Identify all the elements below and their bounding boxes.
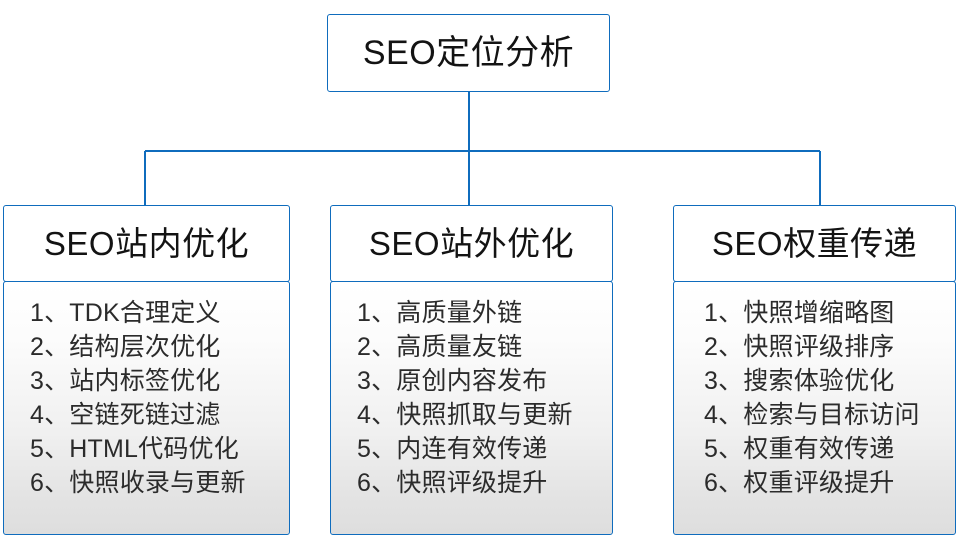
branch-header-label-1: SEO站内优化 — [43, 225, 250, 262]
root-node-label: SEO定位分析 — [362, 34, 575, 72]
list-item: 4、快照抓取与更新 — [357, 400, 573, 429]
branch-list-1: 1、TDK合理定义 2、结构层次优化 3、站内标签优化 4、空链死链过滤 5、H… — [4, 296, 315, 500]
list-item: 2、结构层次优化 — [30, 332, 221, 361]
list-item: 3、站内标签优化 — [30, 366, 221, 395]
branch-header-2[interactable]: SEO站外优化 — [330, 205, 613, 282]
list-item: 1、快照增缩略图 — [704, 298, 895, 327]
list-item: 6、快照评级提升 — [357, 468, 548, 497]
branch-header-label-3: SEO权重传递 — [711, 225, 918, 262]
list-item: 5、HTML代码优化 — [30, 434, 239, 463]
list-item: 3、搜索体验优化 — [704, 366, 895, 395]
list-item: 2、快照评级排序 — [704, 332, 895, 361]
list-item: 6、权重评级提升 — [704, 468, 895, 497]
branch-column-2: SEO站外优化 1、高质量外链 2、高质量友链 3、原创内容发布 4、快照抓取与… — [330, 205, 613, 535]
branch-body-3: 1、快照增缩略图 2、快照评级排序 3、搜索体验优化 4、检索与目标访问 5、权… — [673, 280, 956, 535]
branch-header-3[interactable]: SEO权重传递 — [673, 205, 956, 282]
branch-column-3: SEO权重传递 1、快照增缩略图 2、快照评级排序 3、搜索体验优化 4、检索与… — [673, 205, 956, 535]
branch-body-1: 1、TDK合理定义 2、结构层次优化 3、站内标签优化 4、空链死链过滤 5、H… — [3, 280, 290, 535]
root-node[interactable]: SEO定位分析 — [327, 14, 610, 92]
list-item: 4、空链死链过滤 — [30, 400, 221, 429]
branch-column-1: SEO站内优化 1、TDK合理定义 2、结构层次优化 3、站内标签优化 4、空链… — [3, 205, 290, 535]
branch-header-label-2: SEO站外优化 — [368, 225, 575, 262]
list-item: 5、内连有效传递 — [357, 434, 548, 463]
list-item: 1、TDK合理定义 — [30, 298, 221, 327]
list-item: 6、快照收录与更新 — [30, 468, 246, 497]
list-item: 5、权重有效传递 — [704, 434, 895, 463]
branch-body-2: 1、高质量外链 2、高质量友链 3、原创内容发布 4、快照抓取与更新 5、内连有… — [330, 280, 613, 535]
list-item: 4、检索与目标访问 — [704, 400, 920, 429]
branch-header-1[interactable]: SEO站内优化 — [3, 205, 290, 282]
list-item: 3、原创内容发布 — [357, 366, 548, 395]
branch-list-3: 1、快照增缩略图 2、快照评级排序 3、搜索体验优化 4、检索与目标访问 5、权… — [674, 296, 960, 500]
list-item: 2、高质量友链 — [357, 332, 523, 361]
branch-list-2: 1、高质量外链 2、高质量友链 3、原创内容发布 4、快照抓取与更新 5、内连有… — [331, 296, 638, 500]
list-item: 1、高质量外链 — [357, 298, 523, 327]
